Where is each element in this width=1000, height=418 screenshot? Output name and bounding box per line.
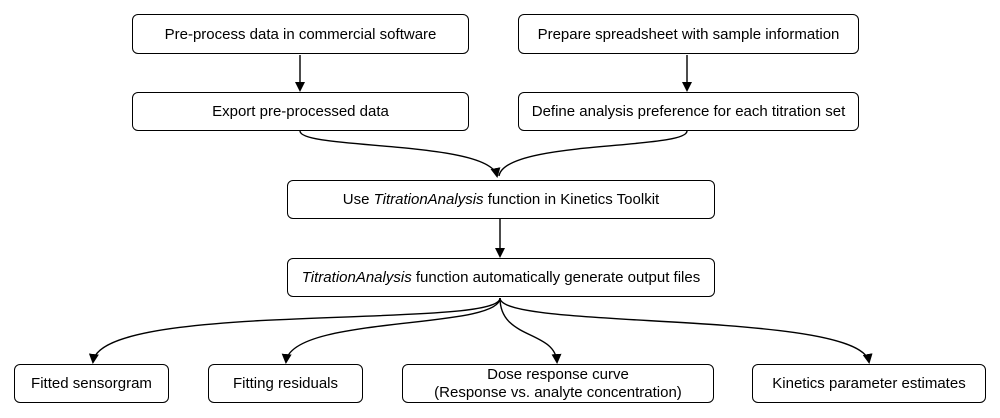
step-generate-function-name: TitrationAnalysis xyxy=(301,269,412,286)
step-export-data: Export pre-processed data xyxy=(132,92,469,131)
arrow-to-dose xyxy=(499,297,562,364)
arrow-to-kinetics xyxy=(499,297,873,364)
output-fitting-residuals: Fitting residuals xyxy=(208,364,363,403)
step-define-label: Define analysis preference for each titr… xyxy=(531,103,846,120)
arrow-define-to-use xyxy=(498,130,688,177)
output-kinetics-parameters: Kinetics parameter estimates xyxy=(752,364,986,403)
step-use-suffix: function in Kinetics Toolkit xyxy=(483,191,660,208)
step-use-prefix: Use xyxy=(342,191,374,208)
output-fitted-sensorgram: Fitted sensorgram xyxy=(14,364,169,403)
step-use-titration-analysis: Use TitrationAnalysis function in Kineti… xyxy=(287,180,715,219)
output-dose-title: Dose response curve xyxy=(487,365,629,383)
output-kinetics-label: Kinetics parameter estimates xyxy=(772,375,966,392)
step-prepare-spreadsheet: Prepare spreadsheet with sample informat… xyxy=(518,14,859,54)
output-fitted-label: Fitted sensorgram xyxy=(31,375,152,392)
arrow-to-residuals xyxy=(281,297,501,364)
arrow-to-fitted xyxy=(88,297,501,364)
step-generate-output-files: TitrationAnalysis function automatically… xyxy=(287,258,715,297)
step-preprocess-data: Pre-process data in commercial software xyxy=(132,14,469,54)
step-define-preferences: Define analysis preference for each titr… xyxy=(518,92,859,131)
step-use-function-name: TitrationAnalysis xyxy=(373,191,484,208)
step-generate-suffix: function automatically generate output f… xyxy=(411,269,701,286)
step-export-label: Export pre-processed data xyxy=(212,103,389,120)
step-spreadsheet-label: Prepare spreadsheet with sample informat… xyxy=(537,25,840,43)
arrow-export-to-use xyxy=(299,130,501,178)
output-dose-subtitle: (Response vs. analyte concentration) xyxy=(434,383,682,401)
step-preprocess-label: Pre-process data in commercial software xyxy=(164,25,437,43)
output-dose-response-curve: Dose response curve (Response vs. analyt… xyxy=(402,364,714,403)
output-residuals-label: Fitting residuals xyxy=(232,375,339,392)
